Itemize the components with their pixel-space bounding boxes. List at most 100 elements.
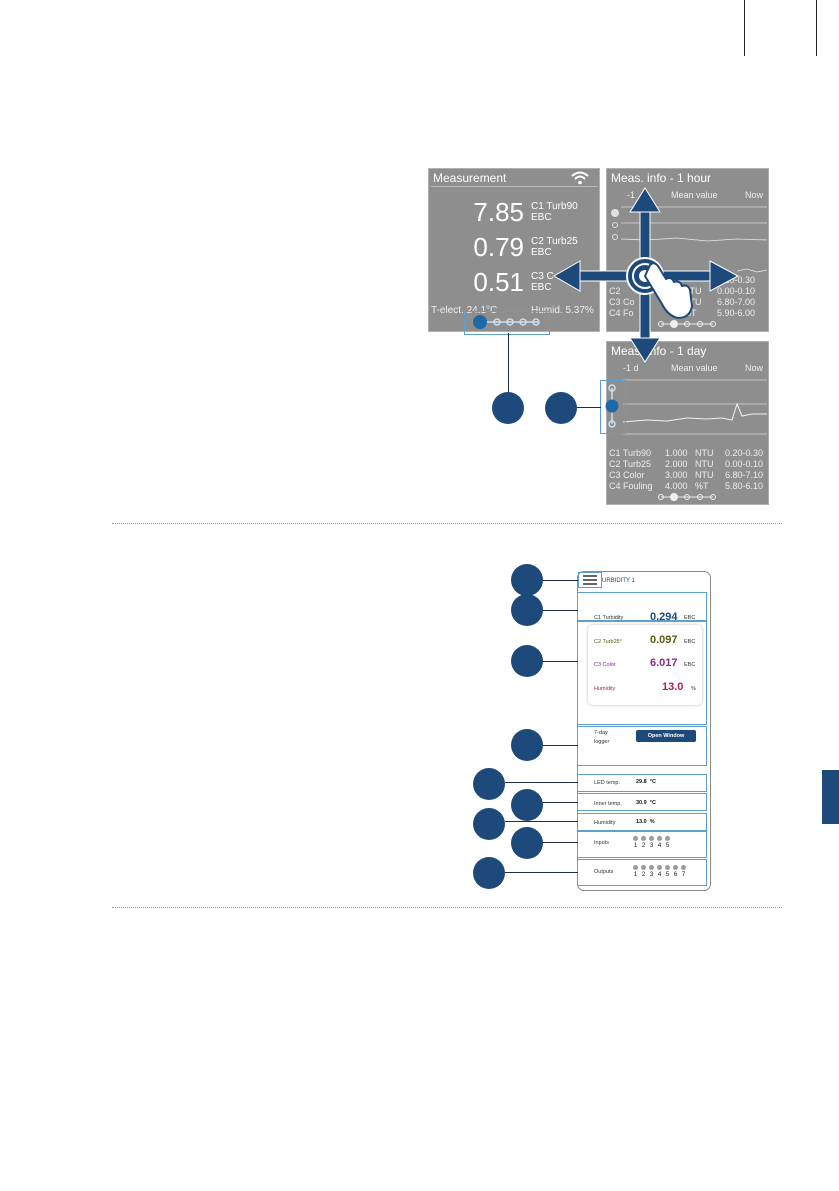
c3-label: C3 Color	[594, 662, 616, 668]
c1-highlight	[577, 592, 707, 621]
logger-highlight	[577, 726, 707, 766]
hour-panel-title: Meas. info - 1 hour	[611, 171, 712, 185]
c2-phone-value: 0.097	[650, 634, 678, 646]
humidity-label: Humidity	[594, 686, 616, 692]
c2-label: C2 Turb25°	[594, 639, 622, 645]
leader-8	[543, 802, 578, 803]
day-info-panel: Meas. info - 1 day -1 d Mean value Now C…	[606, 341, 769, 505]
measurement-card	[588, 625, 702, 705]
callout-badge-4	[511, 594, 543, 626]
outputs-number-7: 7	[681, 871, 686, 878]
leader-7	[505, 782, 578, 783]
c1-unit: EBC	[684, 615, 696, 621]
outputs-number-1: 1	[633, 871, 638, 878]
measurement-title: Measurement	[433, 171, 507, 185]
humidity-row-highlight	[577, 813, 707, 831]
vertical-page-indicator[interactable]	[605, 382, 619, 430]
callout-badge-10	[511, 827, 543, 859]
outputs-label: Outputs	[594, 869, 614, 875]
vertical-indicator-leader	[577, 407, 601, 408]
day-header-mid: Mean value	[671, 363, 718, 373]
phone-screen: URBIDITY 1 C1 Turbidity 0.294 EBC C2 Tur…	[577, 571, 711, 891]
led-temp-highlight	[577, 774, 707, 792]
crop-mark-left	[744, 0, 745, 56]
hour-page-indicator	[658, 320, 716, 328]
day-header-right: Now	[745, 363, 764, 373]
inner-temp-value: 30.9 °C	[636, 800, 656, 806]
electronics-temp: T-elect. 24.1°C	[431, 305, 498, 316]
inner-temp-highlight	[577, 793, 707, 811]
inputs-dot-4	[657, 836, 662, 841]
outputs-number-3: 3	[649, 871, 654, 878]
outputs-dot-5	[665, 865, 670, 870]
c3-value: 0.51	[473, 267, 524, 297]
outputs-dot-4	[657, 865, 662, 870]
humidity-phone-value: 13.0	[662, 681, 684, 693]
inputs-number-2: 2	[641, 842, 646, 849]
humidity-unit: %	[691, 686, 696, 692]
page-indicator-highlight	[464, 311, 550, 335]
outputs-highlight	[577, 859, 707, 886]
leader-3	[543, 580, 578, 581]
device-title: URBIDITY 1	[602, 578, 635, 584]
c2-value: 0.79	[473, 232, 524, 262]
outputs-number-6: 6	[673, 871, 678, 878]
outputs-dot-2	[641, 865, 646, 870]
humidity-readout: Humid. 5.37%	[531, 305, 594, 316]
callout-badge-1	[492, 392, 524, 424]
horizontal-page-indicator[interactable]	[470, 314, 544, 330]
led-temp-label: LED temp.	[594, 780, 620, 786]
leader-6	[543, 745, 578, 746]
inputs-number-1: 1	[633, 842, 638, 849]
callout-badge-11	[473, 857, 505, 889]
callout-badge-8	[511, 789, 543, 821]
outputs-dot-1	[633, 865, 638, 870]
hour-header-mid: Mean value	[671, 190, 718, 200]
outputs-dot-3	[649, 865, 654, 870]
callout-badge-9	[473, 808, 505, 840]
callout-badge-7	[473, 768, 505, 800]
inputs-dot-1	[633, 836, 638, 841]
c3-phone-value: 6.017	[650, 657, 678, 669]
open-window-button[interactable]: Open Window	[636, 730, 696, 742]
menu-highlight	[578, 572, 602, 588]
led-temp-value: 29.8 °C	[636, 779, 656, 785]
inner-temp-label: Inner temp.	[594, 801, 622, 807]
inputs-number-3: 3	[649, 842, 654, 849]
inputs-highlight	[577, 831, 707, 858]
inputs-dot-2	[641, 836, 646, 841]
outputs-number-2: 2	[641, 871, 646, 878]
c3-unit: EBC	[684, 662, 696, 668]
menu-icon[interactable]	[581, 574, 599, 586]
section-divider-top	[112, 523, 782, 524]
leader-10	[543, 842, 578, 843]
leader-9	[505, 821, 578, 822]
inputs-number-5: 5	[665, 842, 670, 849]
day-header-left: -1 d	[623, 363, 639, 373]
wifi-icon	[571, 171, 589, 185]
callout-badge-6	[511, 729, 543, 761]
leader-5	[543, 661, 578, 662]
crop-mark-right	[816, 0, 817, 56]
c1-value: 7.85	[473, 197, 524, 227]
callout-badge-3	[511, 564, 543, 596]
inputs-dot-5	[665, 836, 670, 841]
c1-label: C1 Turbidity	[594, 615, 624, 621]
outputs-dot-6	[673, 865, 678, 870]
outputs-number-4: 4	[657, 871, 662, 878]
swipe-gesture-icon	[552, 187, 740, 363]
hour-header-left: -1	[627, 190, 636, 200]
chapter-tab	[822, 770, 839, 824]
callout-badge-2	[545, 392, 577, 424]
day-page-indicator	[658, 493, 716, 501]
outputs-dot-7	[681, 865, 686, 870]
channels-highlight	[577, 621, 707, 725]
